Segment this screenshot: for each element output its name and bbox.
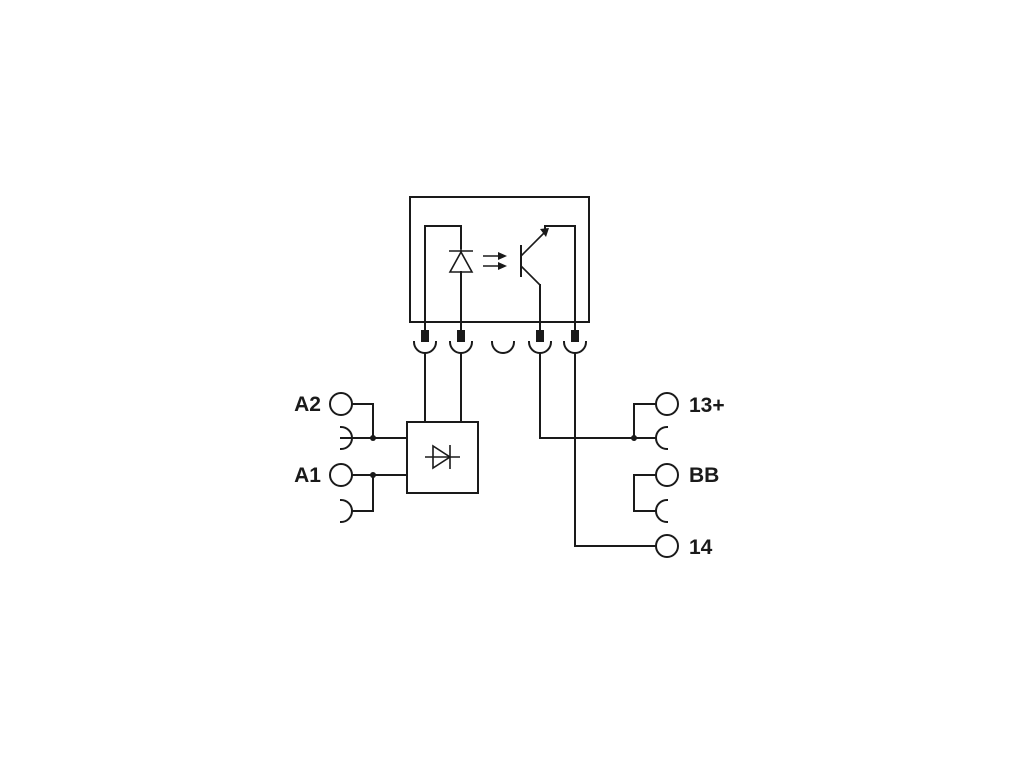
terminal-13: 13+ <box>655 392 725 417</box>
output-wiring <box>631 403 669 524</box>
module-pins <box>421 330 579 342</box>
terminal-a2: A2 <box>294 392 353 416</box>
terminal-label-13: 13+ <box>689 394 725 417</box>
led-diode-icon <box>448 248 474 273</box>
socket-contacts <box>412 340 588 354</box>
terminal-label-bb: BB <box>689 464 719 487</box>
terminal-label-14: 14 <box>689 536 713 559</box>
input-wiring <box>339 403 408 524</box>
rectifier-diode-icon <box>425 444 460 470</box>
terminal-label-a1: A1 <box>294 464 321 487</box>
optocoupler-module <box>409 196 590 331</box>
rectifier-block <box>406 421 479 494</box>
terminal-14: 14 <box>655 534 713 559</box>
terminal-label-a2: A2 <box>294 393 321 416</box>
terminal-bb: BB <box>655 463 719 487</box>
phototransistor-icon <box>520 228 549 286</box>
terminal-a1: A1 <box>294 463 353 487</box>
light-emission-arrows-icon <box>483 252 507 270</box>
